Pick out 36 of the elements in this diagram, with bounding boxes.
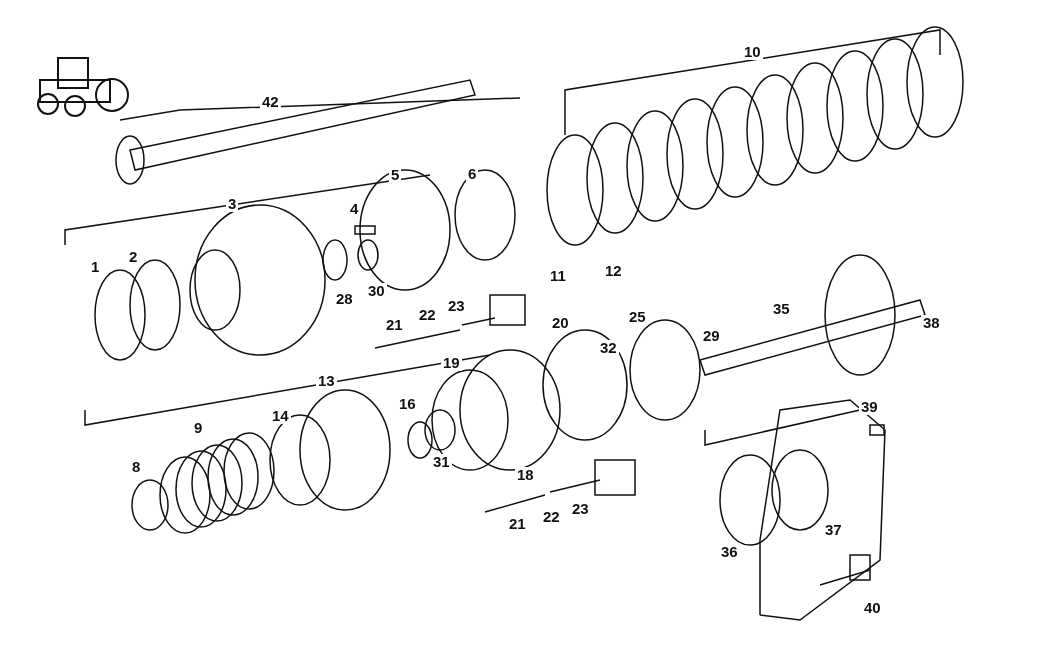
callout-number: 6 <box>466 166 479 182</box>
callout-number: 16 <box>397 396 418 412</box>
callout-number: 20 <box>550 315 571 331</box>
callout-number: 32 <box>598 340 619 356</box>
callout-number: 1 <box>89 259 102 275</box>
callout-number: 11 <box>548 268 568 284</box>
callout-number: 39 <box>859 399 880 415</box>
callout-number: 9 <box>192 420 205 436</box>
callout-number: 22 <box>417 307 438 323</box>
callout-number: 40 <box>862 600 883 616</box>
callout-number: 36 <box>719 544 740 560</box>
callout-number: 13 <box>316 373 337 389</box>
callout-number: 23 <box>570 501 591 517</box>
callout-number: 8 <box>130 459 143 475</box>
callout-number: 29 <box>701 328 722 344</box>
callout-number: 4 <box>348 201 361 217</box>
callout-number: 38 <box>921 315 942 331</box>
callout-number: 28 <box>334 291 355 307</box>
callout-number: 22 <box>541 509 562 525</box>
callout-number: 18 <box>515 467 536 483</box>
callout-number: 31 <box>431 454 452 470</box>
callout-number: 3 <box>226 196 239 212</box>
callout-number: 12 <box>603 263 624 279</box>
callout-number: 19 <box>441 355 462 371</box>
callout-number: 35 <box>771 301 792 317</box>
callout-number: 25 <box>627 309 648 325</box>
callout-number: 30 <box>366 283 387 299</box>
callout-number: 23 <box>446 298 467 314</box>
callout-number: 14 <box>270 408 291 424</box>
callout-number: 42 <box>260 94 281 110</box>
callout-number: 21 <box>507 516 528 532</box>
callout-number: 2 <box>127 249 140 265</box>
callout-number: 37 <box>823 522 844 538</box>
callout-number: 10 <box>742 44 763 60</box>
callout-number: 5 <box>389 167 402 183</box>
callout-number: 21 <box>384 317 405 333</box>
